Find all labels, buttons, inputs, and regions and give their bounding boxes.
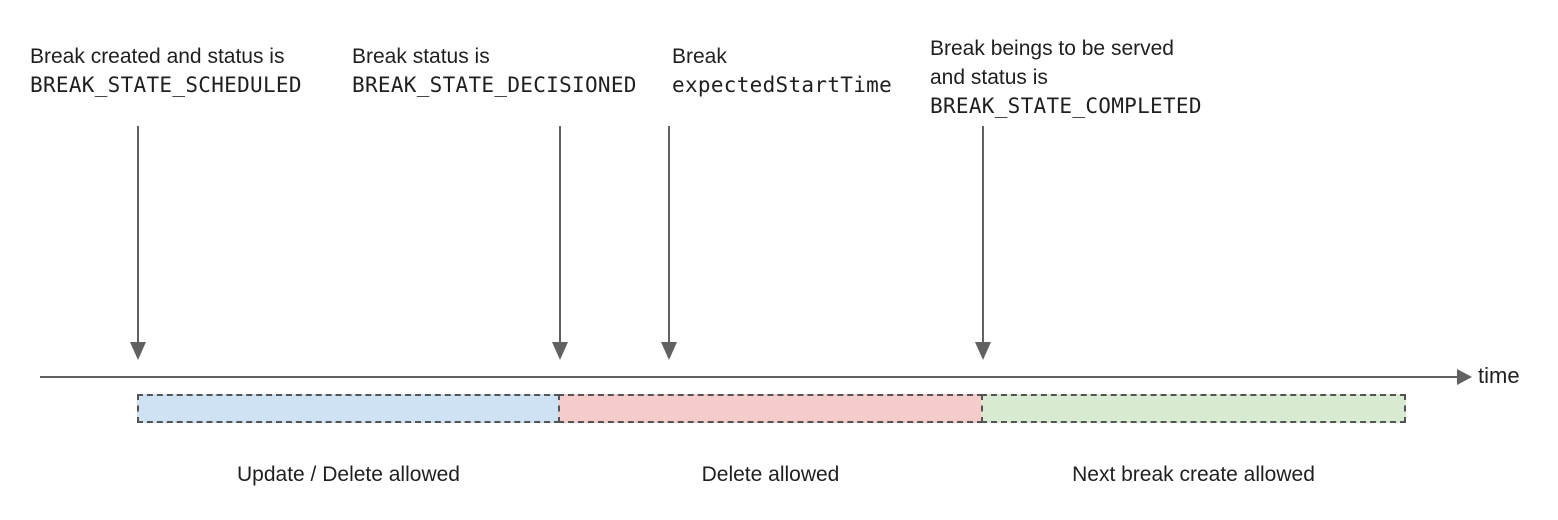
annotation-text: Break xyxy=(672,45,727,68)
arrow-shaft xyxy=(137,126,139,344)
segment-label: Next break create allowed xyxy=(1072,463,1315,486)
arrow-shaft xyxy=(559,126,561,344)
annotation-text: Break status is xyxy=(352,45,490,68)
arrow-shaft xyxy=(668,126,670,344)
timeline-axis-line xyxy=(40,376,1458,378)
segment-label: Update / Delete allowed xyxy=(237,463,460,486)
annotation-break-scheduled: Break created and status is BREAK_STATE_… xyxy=(30,42,302,100)
annotation-expected-start-time: Break expectedStartTime xyxy=(672,42,892,100)
timeline-arrowhead-icon xyxy=(1457,369,1472,385)
annotation-code: BREAK_STATE_SCHEDULED xyxy=(30,73,302,97)
arrow-shaft xyxy=(982,126,984,344)
down-arrow-icon xyxy=(552,126,568,360)
annotation-code: expectedStartTime xyxy=(672,73,893,97)
segment-next-break-create-allowed xyxy=(981,394,1406,423)
segment-delete-allowed xyxy=(558,394,983,423)
arrow-head xyxy=(130,342,146,360)
down-arrow-icon xyxy=(661,126,677,360)
arrow-head xyxy=(552,342,568,360)
annotation-break-decisioned: Break status is BREAK_STATE_DECISIONED xyxy=(352,42,637,100)
arrow-head xyxy=(975,342,991,360)
down-arrow-icon xyxy=(975,126,991,360)
annotation-text: Break created and status is xyxy=(30,45,285,68)
time-axis-label: time xyxy=(1478,363,1520,388)
segment-label: Delete allowed xyxy=(701,463,840,486)
arrow-head xyxy=(661,342,677,360)
annotation-code: BREAK_STATE_COMPLETED xyxy=(930,94,1202,118)
annotation-code: BREAK_STATE_DECISIONED xyxy=(352,73,637,97)
annotation-break-completed: Break beings to be served and status is … xyxy=(930,34,1202,121)
annotation-text: Break beings to be served xyxy=(930,37,1174,60)
segment-update-delete-allowed xyxy=(137,394,560,423)
down-arrow-icon xyxy=(130,126,146,360)
annotation-text: and status is xyxy=(930,66,1048,89)
